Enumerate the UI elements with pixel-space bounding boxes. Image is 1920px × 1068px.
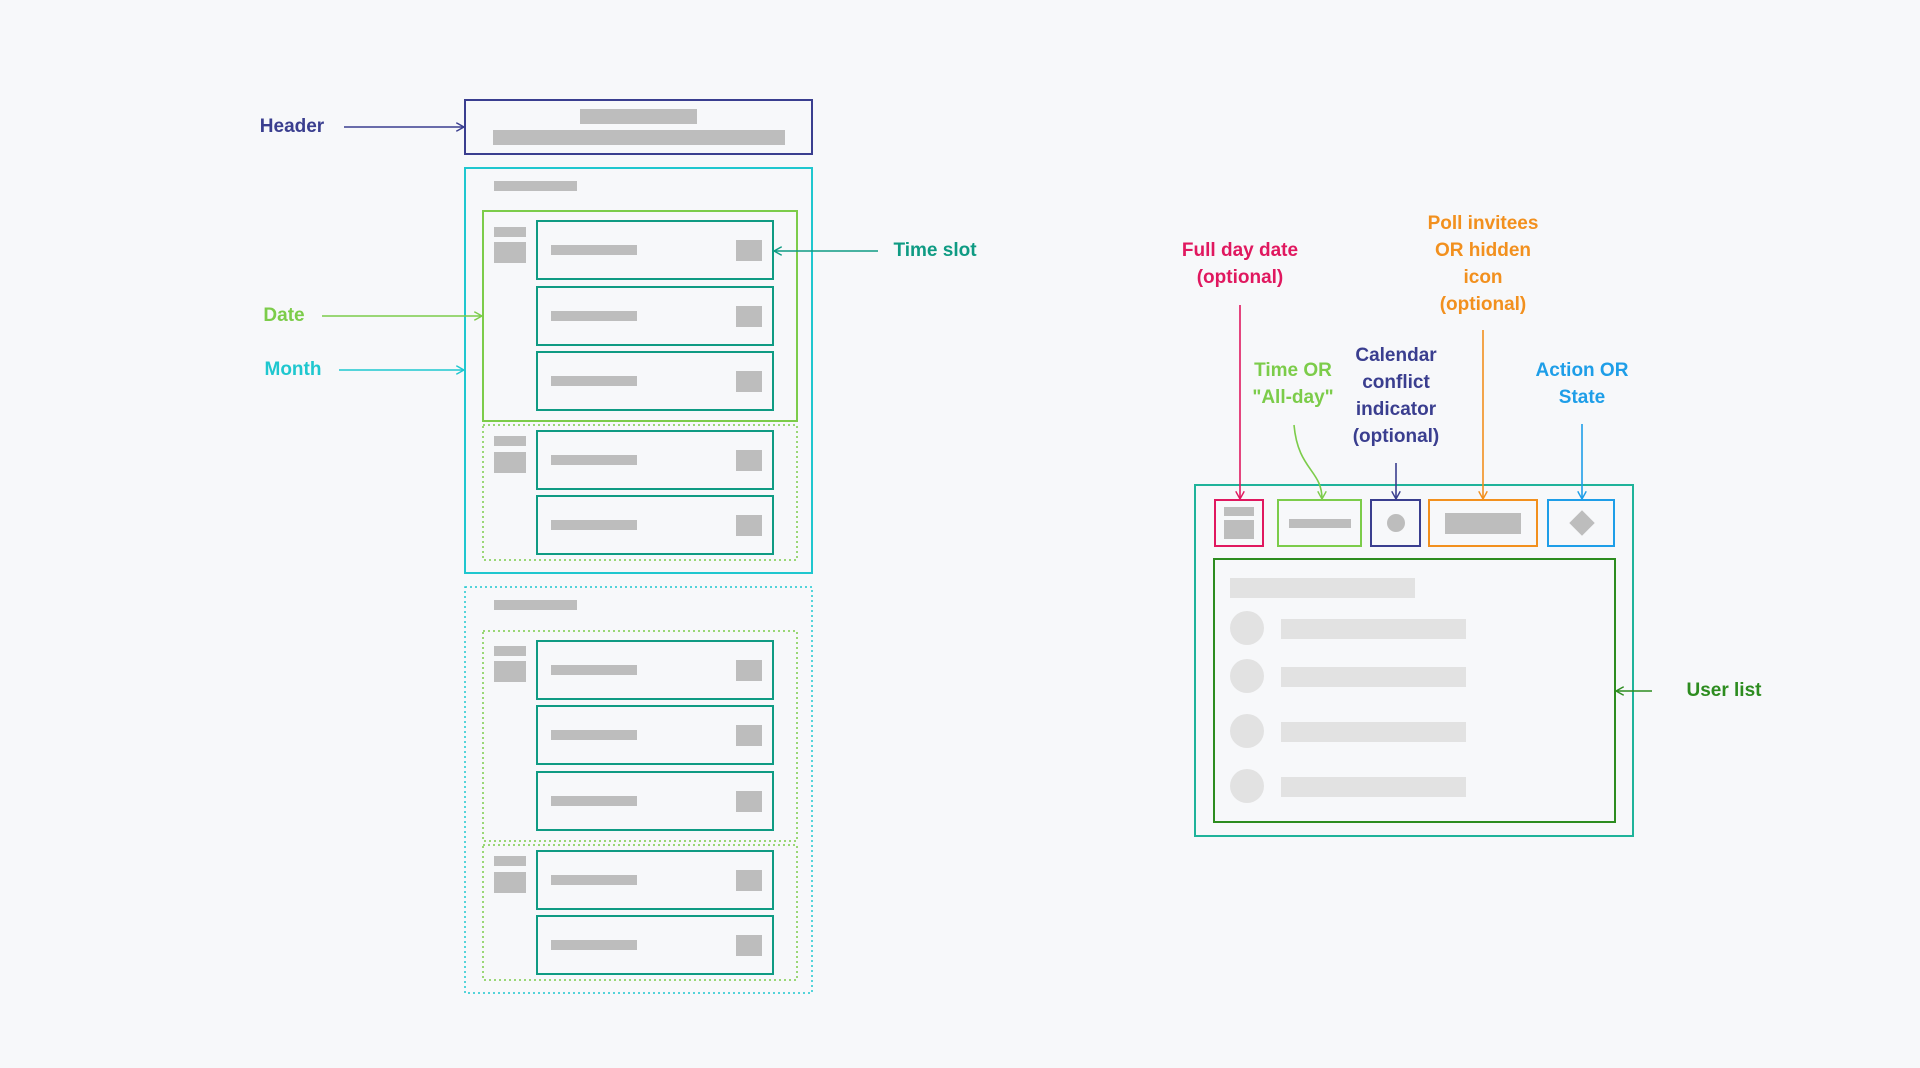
time-slot[interactable]: [536, 705, 774, 765]
poll-invitees-box: [1428, 499, 1538, 547]
full-day-number-placeholder: [1224, 520, 1254, 539]
time-slot[interactable]: [536, 771, 774, 831]
date-label: Date: [263, 305, 305, 326]
date-box-4: [482, 844, 798, 981]
time-label: Time OR "All-day": [1252, 360, 1334, 408]
time-slot[interactable]: [536, 286, 774, 346]
full-day-label: Full day date (optional): [1181, 240, 1299, 288]
date-day-placeholder: [494, 646, 526, 656]
time-slot[interactable]: [536, 915, 774, 975]
user-list-label: User list: [1686, 680, 1762, 701]
user-name-placeholder: [1281, 722, 1466, 742]
user-name-placeholder: [1281, 667, 1466, 687]
date-number-placeholder: [494, 872, 526, 893]
poll-placeholder: [1445, 513, 1521, 534]
time-slot[interactable]: [536, 850, 774, 910]
poll-label: Poll invitees OR hidden icon (optional): [1427, 213, 1539, 315]
action-label: Action OR State: [1535, 360, 1629, 408]
month-label-placeholder-2: [494, 600, 577, 610]
date-day-placeholder: [494, 436, 526, 446]
date-number-placeholder: [494, 242, 526, 263]
date-day-placeholder: [494, 856, 526, 866]
month-label: Month: [264, 359, 322, 380]
time-slot[interactable]: [536, 220, 774, 280]
circle-icon: [1387, 514, 1405, 532]
conflict-label: Calendar conflict indicator (optional): [1352, 345, 1440, 447]
user-name-placeholder: [1281, 619, 1466, 639]
slot-card: [1194, 484, 1634, 837]
avatar: [1230, 714, 1264, 748]
user-name-placeholder: [1281, 777, 1466, 797]
date-day-placeholder: [494, 227, 526, 237]
full-day-date-box: [1214, 499, 1264, 547]
avatar: [1230, 611, 1264, 645]
conflict-box: [1370, 499, 1421, 547]
time-slot[interactable]: [536, 351, 774, 411]
time-slot[interactable]: [536, 640, 774, 700]
diamond-icon: [1569, 510, 1595, 536]
time-slot[interactable]: [536, 430, 774, 490]
user-list-box: [1213, 558, 1616, 823]
date-box-3: [482, 630, 798, 842]
header-title-placeholder: [580, 109, 697, 124]
avatar: [1230, 769, 1264, 803]
time-slot[interactable]: [536, 495, 774, 555]
header-label: Header: [259, 116, 325, 137]
date-number-placeholder: [494, 452, 526, 473]
date-number-placeholder: [494, 661, 526, 682]
date-box-1: [482, 210, 798, 422]
header-subtitle-placeholder: [493, 130, 785, 145]
time-slot-label: Time slot: [893, 240, 977, 261]
date-box-2: [482, 424, 798, 561]
time-box: [1277, 499, 1362, 547]
user-list-title-placeholder: [1230, 578, 1415, 598]
action-state-box[interactable]: [1547, 499, 1615, 547]
avatar: [1230, 659, 1264, 693]
month-box-2: [464, 586, 813, 994]
month-label-placeholder-1: [494, 181, 577, 191]
full-day-day-placeholder: [1224, 507, 1254, 516]
time-arrow: [1293, 424, 1322, 499]
header-box: [464, 99, 813, 155]
time-placeholder: [1289, 519, 1351, 528]
month-box-1: [464, 167, 813, 574]
